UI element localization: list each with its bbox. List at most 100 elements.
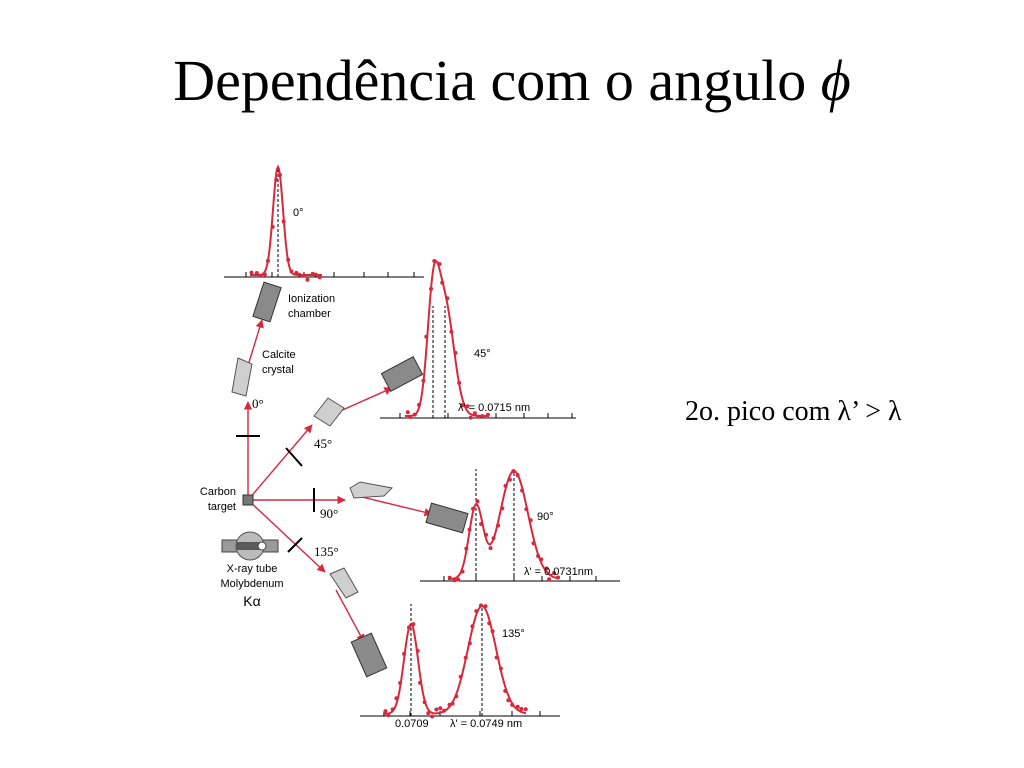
data-point bbox=[552, 571, 557, 576]
data-point bbox=[490, 629, 495, 634]
data-point bbox=[426, 711, 431, 716]
data-point bbox=[487, 621, 492, 626]
tube-label-2: Molybdenum bbox=[221, 578, 284, 590]
data-point bbox=[412, 412, 417, 417]
data-point bbox=[479, 522, 484, 526]
data-point bbox=[418, 680, 423, 685]
data-point bbox=[463, 655, 468, 660]
data-point bbox=[460, 569, 465, 574]
data-point bbox=[428, 286, 433, 291]
data-point bbox=[494, 655, 499, 660]
data-point bbox=[430, 714, 435, 719]
beam-135 bbox=[247, 499, 326, 573]
data-point bbox=[539, 557, 544, 562]
data-point bbox=[445, 296, 450, 301]
data-point bbox=[480, 414, 485, 419]
data-point bbox=[386, 713, 391, 718]
data-point bbox=[408, 415, 413, 419]
crystal-90 bbox=[349, 481, 394, 499]
data-point bbox=[471, 506, 476, 511]
data-point bbox=[520, 488, 525, 493]
calcite-label-2: crystal bbox=[262, 364, 294, 376]
crystal-0 bbox=[231, 357, 253, 397]
data-point bbox=[254, 271, 259, 275]
crystal-45 bbox=[313, 397, 345, 427]
data-point bbox=[258, 273, 263, 278]
calcite-crystals bbox=[231, 357, 394, 599]
spectrum-90deg bbox=[420, 469, 620, 583]
data-point bbox=[465, 404, 470, 409]
data-point bbox=[281, 219, 286, 224]
data-point bbox=[483, 604, 488, 609]
data-point bbox=[277, 172, 282, 177]
data-point bbox=[507, 477, 512, 482]
data-point bbox=[442, 708, 447, 713]
data-point bbox=[452, 578, 457, 583]
data-point bbox=[310, 271, 315, 276]
data-point bbox=[424, 334, 429, 339]
data-point bbox=[523, 707, 528, 712]
data-point bbox=[547, 577, 552, 582]
data-point bbox=[297, 272, 302, 277]
beam-45 bbox=[247, 424, 313, 501]
carbon-label-2: target bbox=[208, 501, 236, 513]
spectrum-135-wavelength: λ' = 0.0749 nm bbox=[450, 718, 522, 730]
data-point bbox=[478, 603, 483, 608]
data-point bbox=[421, 378, 426, 383]
data-point bbox=[301, 273, 306, 278]
spectrum-curve bbox=[405, 259, 489, 417]
data-point bbox=[472, 411, 477, 416]
data-point bbox=[488, 546, 493, 551]
data-point bbox=[422, 700, 427, 705]
data-point bbox=[434, 707, 439, 712]
data-point bbox=[383, 709, 388, 714]
detector-90 bbox=[425, 502, 469, 534]
data-point bbox=[510, 702, 515, 707]
data-point bbox=[536, 554, 541, 558]
spectrum-0deg bbox=[224, 164, 424, 282]
data-point bbox=[476, 414, 481, 419]
data-point bbox=[515, 704, 520, 709]
data-point bbox=[450, 701, 455, 706]
data-point bbox=[528, 518, 533, 523]
collimator-slits bbox=[236, 435, 315, 553]
carbon-label-1: Carbon bbox=[200, 486, 236, 498]
data-point bbox=[437, 262, 442, 266]
data-point bbox=[460, 403, 465, 408]
beam-45-reflected bbox=[337, 387, 393, 413]
data-point bbox=[556, 575, 561, 580]
beam-90-reflected bbox=[361, 496, 433, 517]
data-point bbox=[262, 272, 267, 277]
data-point bbox=[274, 177, 279, 182]
data-point bbox=[447, 575, 452, 580]
data-point bbox=[405, 410, 410, 415]
data-point bbox=[500, 506, 505, 511]
data-point bbox=[475, 499, 480, 504]
data-point bbox=[402, 651, 407, 656]
data-point bbox=[270, 224, 275, 229]
data-point bbox=[506, 698, 511, 703]
data-point bbox=[417, 402, 422, 407]
data-point bbox=[524, 507, 529, 512]
angle-label-0: 0° bbox=[252, 396, 264, 411]
data-point bbox=[313, 272, 318, 277]
data-point bbox=[484, 532, 489, 537]
spectrum-90-wavelength: λ' = 0.0731nm bbox=[524, 566, 593, 578]
spectrum-45deg bbox=[380, 259, 576, 420]
slide-title: Dependência com o angulo ϕ bbox=[0, 52, 1024, 110]
detector-135 bbox=[350, 632, 388, 678]
data-point bbox=[498, 666, 503, 671]
data-point bbox=[503, 483, 508, 488]
peak-note: 2o. pico com λ’ > λ bbox=[685, 396, 902, 427]
data-point bbox=[438, 706, 443, 711]
ionization-chambers bbox=[252, 281, 469, 678]
data-point bbox=[468, 415, 473, 420]
data-point bbox=[457, 380, 462, 385]
data-point bbox=[456, 577, 461, 582]
data-point bbox=[458, 674, 463, 679]
data-point bbox=[394, 696, 399, 701]
data-point bbox=[474, 609, 479, 614]
data-point bbox=[440, 280, 445, 285]
spectrum-135-label: 135° bbox=[502, 628, 525, 640]
carbon-target bbox=[242, 494, 254, 506]
